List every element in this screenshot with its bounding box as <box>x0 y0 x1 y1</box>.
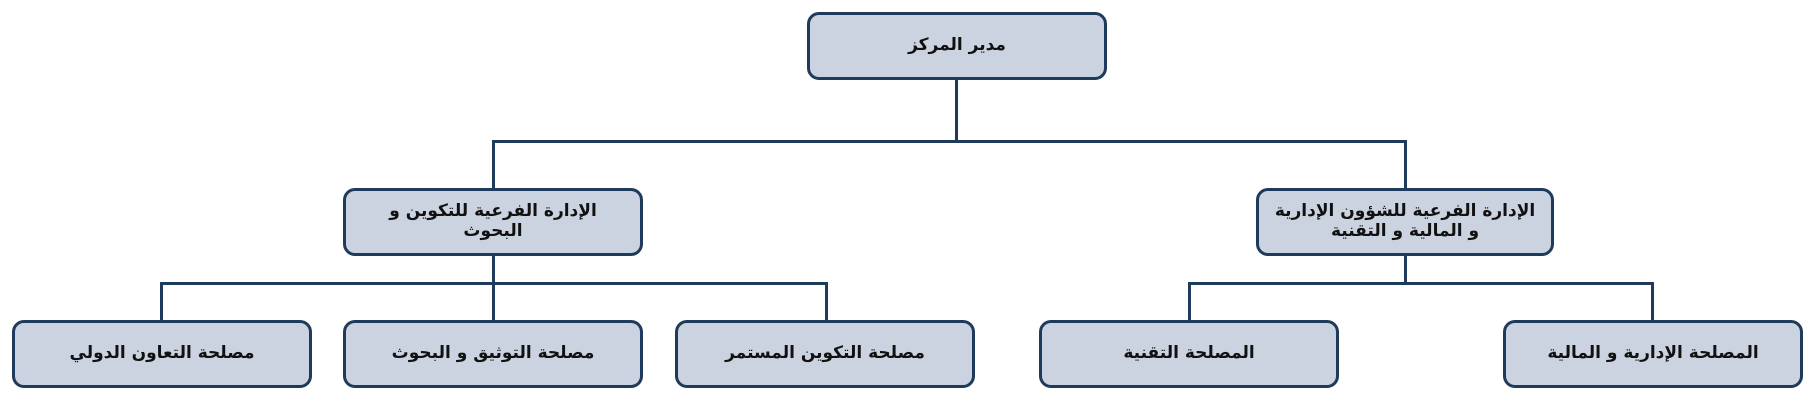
connector-to-left-sub <box>492 140 495 190</box>
connector-to-technical <box>1188 282 1191 322</box>
connector-left-sub-down <box>492 254 495 284</box>
connector-to-cooperation <box>160 282 163 322</box>
connector-director-down <box>955 80 958 142</box>
unit-technical-box: المصلحة التقنية <box>1039 320 1339 388</box>
unit-continuing-training-box: مصلحة التكوين المستمر <box>675 320 975 388</box>
connector-right-sub-down <box>1404 254 1407 284</box>
connector-to-continuing-training <box>825 282 828 322</box>
connector-to-right-sub <box>1404 140 1407 190</box>
unit-admin-finance-box: المصلحة الإدارية و المالية <box>1503 320 1803 388</box>
sub-training-research-box: الإدارة الفرعية للتكوين و البحوث <box>343 188 643 256</box>
unit-international-cooperation-box: مصلحة التعاون الدولي <box>12 320 312 388</box>
connector-to-admin-finance <box>1651 282 1654 322</box>
connector-right-horizontal <box>1188 282 1653 285</box>
connector-to-documentation <box>492 282 495 322</box>
director-box: مدير المركز <box>807 12 1107 80</box>
connector-top-horizontal <box>492 140 1406 143</box>
unit-documentation-research-box: مصلحة التوثيق و البحوث <box>343 320 643 388</box>
sub-admin-finance-tech-box: الإدارة الفرعية للشؤون الإدارية و المالي… <box>1256 188 1554 256</box>
